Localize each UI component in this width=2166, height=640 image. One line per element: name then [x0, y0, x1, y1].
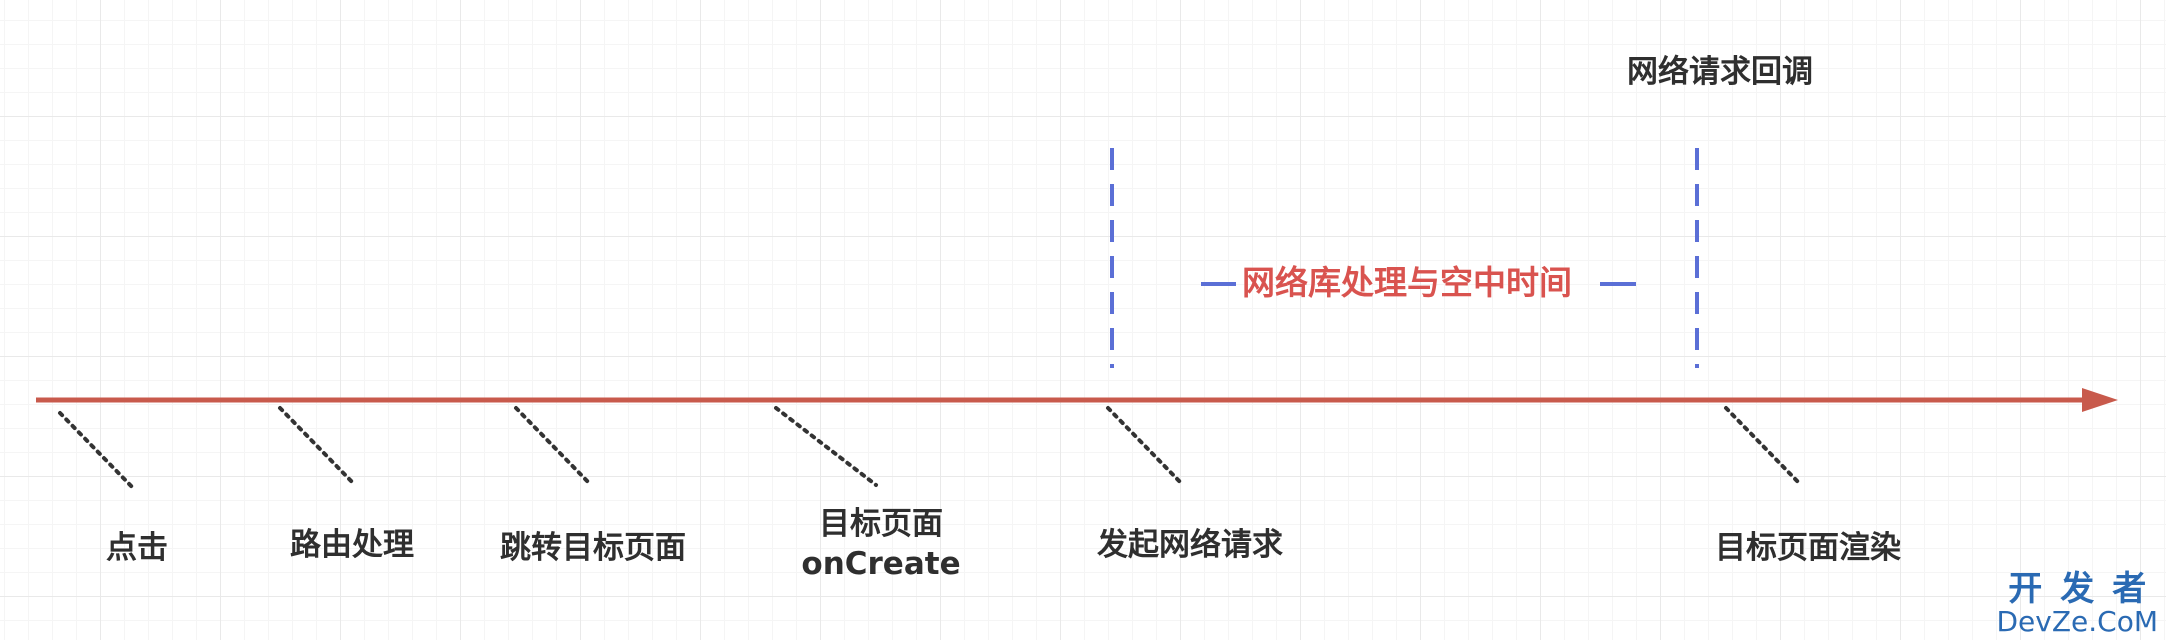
tick-click	[58, 411, 137, 492]
milestone-oncreate-line2: onCreate	[801, 546, 961, 582]
tick-render	[1724, 406, 1803, 487]
tick-jump	[514, 406, 593, 487]
milestone-oncreate-line1: 目标页面	[818, 506, 943, 542]
span-label: 网络库处理与空中时间	[1242, 263, 1572, 302]
milestone-routing: 路由处理	[290, 527, 414, 563]
watermark-en: DevZe.CoM	[1996, 605, 2158, 638]
tick-request	[1106, 406, 1185, 487]
watermark-cn: 开发者	[2008, 569, 2165, 609]
milestone-render: 目标页面渲染	[1715, 530, 1901, 566]
milestone-jump-target: 跳转目标页面	[500, 530, 686, 566]
callback-label: 网络请求回调	[1627, 54, 1813, 90]
milestone-click: 点击	[106, 530, 168, 566]
tick-oncreate	[774, 406, 878, 487]
milestone-request: 发起网络请求	[1097, 527, 1283, 563]
milestone-oncreate: 目标页面 onCreate	[801, 504, 960, 584]
timeline-arrowhead	[2082, 388, 2118, 412]
tick-routing	[278, 406, 357, 487]
watermark: 开发者 DevZe.CoM	[1996, 572, 2158, 636]
